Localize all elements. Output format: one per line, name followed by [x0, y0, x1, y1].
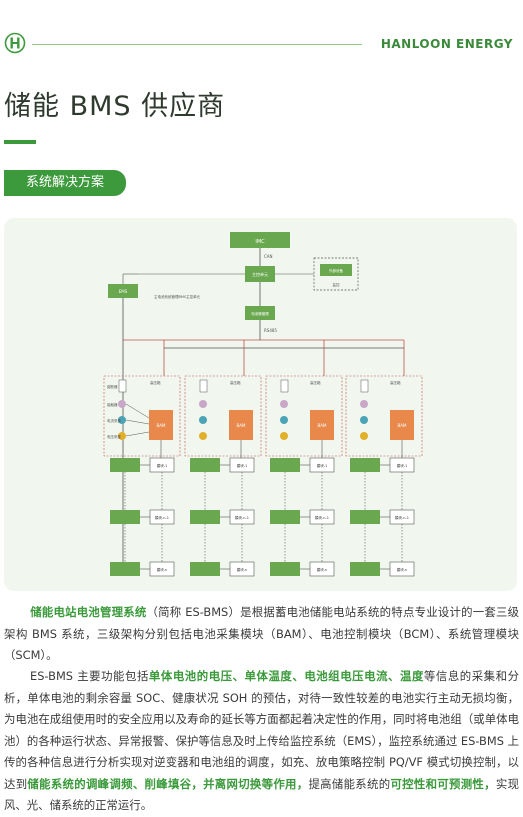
- module-n-label-3: 模块-n: [317, 567, 327, 572]
- module1-label-3: 模块-1: [317, 463, 328, 468]
- function-text-2: 等信息的采集和分析，单体电池的剩余容量 SOC、健康状况 SOH 的预估，对待一…: [4, 669, 519, 791]
- bms-architecture-diagram: IMC CAN 主控单元 EMS 主电池系统管理BMS主控单元 外部设备 监控 …: [4, 218, 517, 591]
- module-row-1: 模块-1 模块-1 模块-1 模块-1: [110, 457, 415, 473]
- module1-label-1: 模块-1: [157, 463, 168, 468]
- cluster-3: 高压箱 BAM: [265, 340, 343, 457]
- bam-label-4: BAM: [398, 423, 407, 428]
- function-text-3: 提高储能系统的: [308, 776, 391, 791]
- ems-box: [108, 284, 138, 298]
- function-highlight-2: 储能系统的调峰调频、削峰填谷，并离网切换等作用，: [27, 776, 309, 791]
- h-logo-icon: [4, 32, 26, 54]
- brand-name: HANLOON ENERGY: [380, 37, 513, 51]
- left-label-4: 电压采集: [107, 434, 121, 439]
- cluster-4: 高压箱 BAM: [345, 340, 423, 457]
- left-label-1: 熔断器: [107, 384, 118, 389]
- intro-text: （简称 ES-BMS）是根据蓄电池储能电站系统的特点专业设计的一套三级架构 BM…: [4, 605, 519, 662]
- module-n-label-1: 模块-n: [157, 567, 167, 572]
- hv-label-2: 高压箱: [230, 380, 241, 385]
- left-label-3: 电流采集: [107, 418, 121, 423]
- intro-highlight: 储能电站电池管理系统: [30, 605, 147, 619]
- bam-label-3: BAM: [318, 423, 327, 428]
- diagram-svg: IMC CAN 主控单元 EMS 主电池系统管理BMS主控单元 外部设备 监控 …: [103, 232, 423, 577]
- module-n1-label-3: 模块-n-1: [315, 515, 329, 520]
- page-header: HANLOON ENERGY: [0, 0, 523, 80]
- rs485-label: RS485: [264, 328, 277, 333]
- bam-to-module-links: [140, 440, 403, 570]
- module1-label-2: 模块-1: [237, 463, 248, 468]
- bcm-box: [245, 306, 275, 320]
- cluster-2: 高压箱 BAM: [184, 340, 262, 457]
- function-highlight-1: 单体电池的电压、单体温度、电池组电压电流、温度: [148, 669, 424, 683]
- function-paragraph: ES-BMS 主要功能包括单体电池的电压、单体温度、电池组电压电流、温度等信息的…: [4, 666, 519, 817]
- bam-label-2: BAM: [237, 423, 246, 428]
- external-label: 外部设备: [329, 268, 343, 273]
- bcm-label: 电池簇管理: [251, 311, 269, 316]
- scm-box: [245, 266, 275, 282]
- section-tag: 系统解决方案: [4, 170, 126, 196]
- scm-label: 主控单元: [252, 271, 268, 277]
- external-frame: [313, 257, 359, 291]
- module-n1-label-4: 模块-n-1: [395, 515, 409, 520]
- module-n-label-2: 模块-n: [237, 567, 247, 572]
- hv-label-1: 高压箱: [150, 380, 161, 385]
- ems-label: EMS: [119, 289, 128, 294]
- bam-label-1: BAM: [157, 423, 166, 428]
- module-n-label-4: 模块-n: [397, 567, 407, 572]
- module1-label-4: 模块-1: [397, 463, 408, 468]
- imc-box: [230, 232, 290, 248]
- monitor-label: 监控: [333, 282, 341, 287]
- function-highlight-3: 可控性和可预测性，: [390, 776, 496, 791]
- page-title: 储能 BMS 供应商: [4, 91, 226, 122]
- external-box: [320, 264, 352, 276]
- cluster-1: 高压箱 BAM: [103, 340, 181, 457]
- imc-label: IMC: [255, 239, 265, 245]
- module-row-n: 模块-n 模块-n 模块-n 模块-n: [110, 561, 415, 577]
- header-divider: [32, 44, 362, 45]
- module-n1-label-1: 模块-n-1: [155, 515, 169, 520]
- note-label: 主电池系统管理BMS主控单元: [154, 294, 201, 299]
- function-text-1: ES-BMS 主要功能包括: [30, 669, 149, 683]
- title-underline: [4, 140, 36, 144]
- module-chains: [124, 472, 403, 562]
- hv-label-4: 高压箱: [390, 380, 401, 385]
- can-label: CAN: [264, 254, 273, 259]
- module-row-n1: 模块-n-1 模块-n-1 模块-n-1 模块-n-1: [110, 509, 415, 525]
- hv-label-3: 高压箱: [310, 380, 321, 385]
- intro-paragraph: 储能电站电池管理系统（简称 ES-BMS）是根据蓄电池储能电站系统的特点专业设计…: [4, 602, 519, 667]
- left-label-2: 接触器: [107, 402, 118, 407]
- module-n1-label-2: 模块-n-1: [235, 515, 249, 520]
